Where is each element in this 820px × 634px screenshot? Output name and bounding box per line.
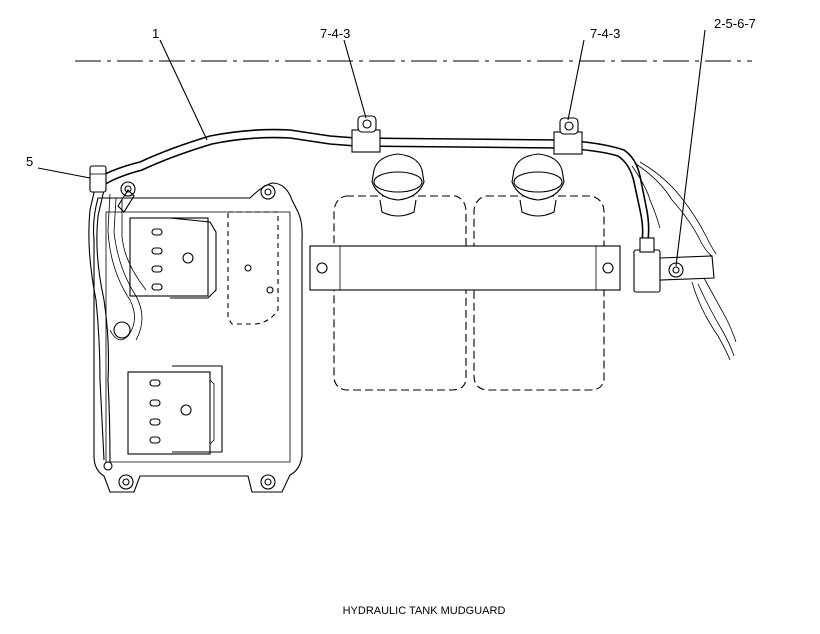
figure-caption: HYDRAULIC TANK MUDGUARD (343, 605, 506, 617)
callout-clip-left-label: 7-4-3 (320, 26, 350, 41)
callout-connector-label: 5 (26, 154, 33, 169)
callout-harness-label: 1 (152, 26, 159, 41)
callout-clip-right-label: 7-4-3 (590, 26, 620, 41)
leader-lines (37, 29, 706, 267)
ecm-module (92, 181, 303, 493)
wiring-harness (88, 115, 737, 471)
hydraulic-tank (309, 153, 621, 391)
callout-ground-label: 2-5-6-7 (714, 16, 756, 31)
